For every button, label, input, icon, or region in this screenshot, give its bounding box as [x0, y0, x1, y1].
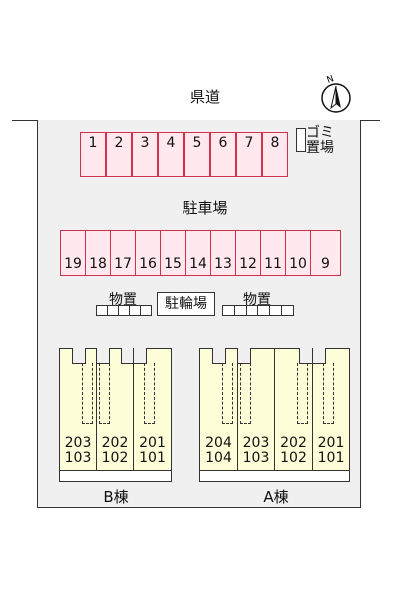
storage-right-label: 物置: [243, 292, 271, 308]
parking-stall: 6: [210, 132, 236, 177]
parking-stall: 4: [158, 132, 184, 177]
garbage-label-line2: 置場: [306, 140, 334, 156]
parking-stall: 13: [210, 230, 236, 276]
parking-stall: 2: [106, 132, 132, 177]
parking-stall: 7: [236, 132, 262, 177]
parking-stall: 18: [85, 230, 111, 276]
bike-parking: 駐輪場: [157, 292, 215, 316]
road-label: 県道: [189, 88, 220, 106]
parking-stall: 19: [60, 230, 86, 276]
parking-stall: 12: [235, 230, 261, 276]
north-compass-icon: N: [321, 74, 351, 113]
parking-stall: 14: [185, 230, 211, 276]
garbage-area-label: ゴミ 置場: [306, 126, 356, 156]
parking-stall: 1: [80, 132, 106, 177]
building-b-base: [59, 470, 172, 482]
building-b-label: B棟: [103, 488, 129, 506]
building-a-base: [199, 470, 350, 482]
parking-stall: 3: [132, 132, 158, 177]
parking-stall: 10: [285, 230, 311, 276]
storage-left-grid: [96, 305, 152, 316]
parking-stall: 9: [310, 230, 341, 276]
building-a-label: A棟: [263, 488, 289, 506]
compass-north-letter: N: [326, 74, 336, 86]
garbage-label-line1: ゴミ: [306, 125, 334, 141]
storage-left-label: 物置: [109, 292, 137, 308]
parking-stall: 16: [135, 230, 161, 276]
parking-stall: 5: [184, 132, 210, 177]
parking-stall: 8: [262, 132, 288, 177]
parking-stall: 15: [160, 230, 186, 276]
parking-label: 駐車場: [182, 199, 228, 217]
parking-stall: 17: [110, 230, 136, 276]
parking-stall: 11: [260, 230, 286, 276]
storage-right-grid: [222, 305, 294, 316]
garbage-area-box: [296, 128, 306, 152]
